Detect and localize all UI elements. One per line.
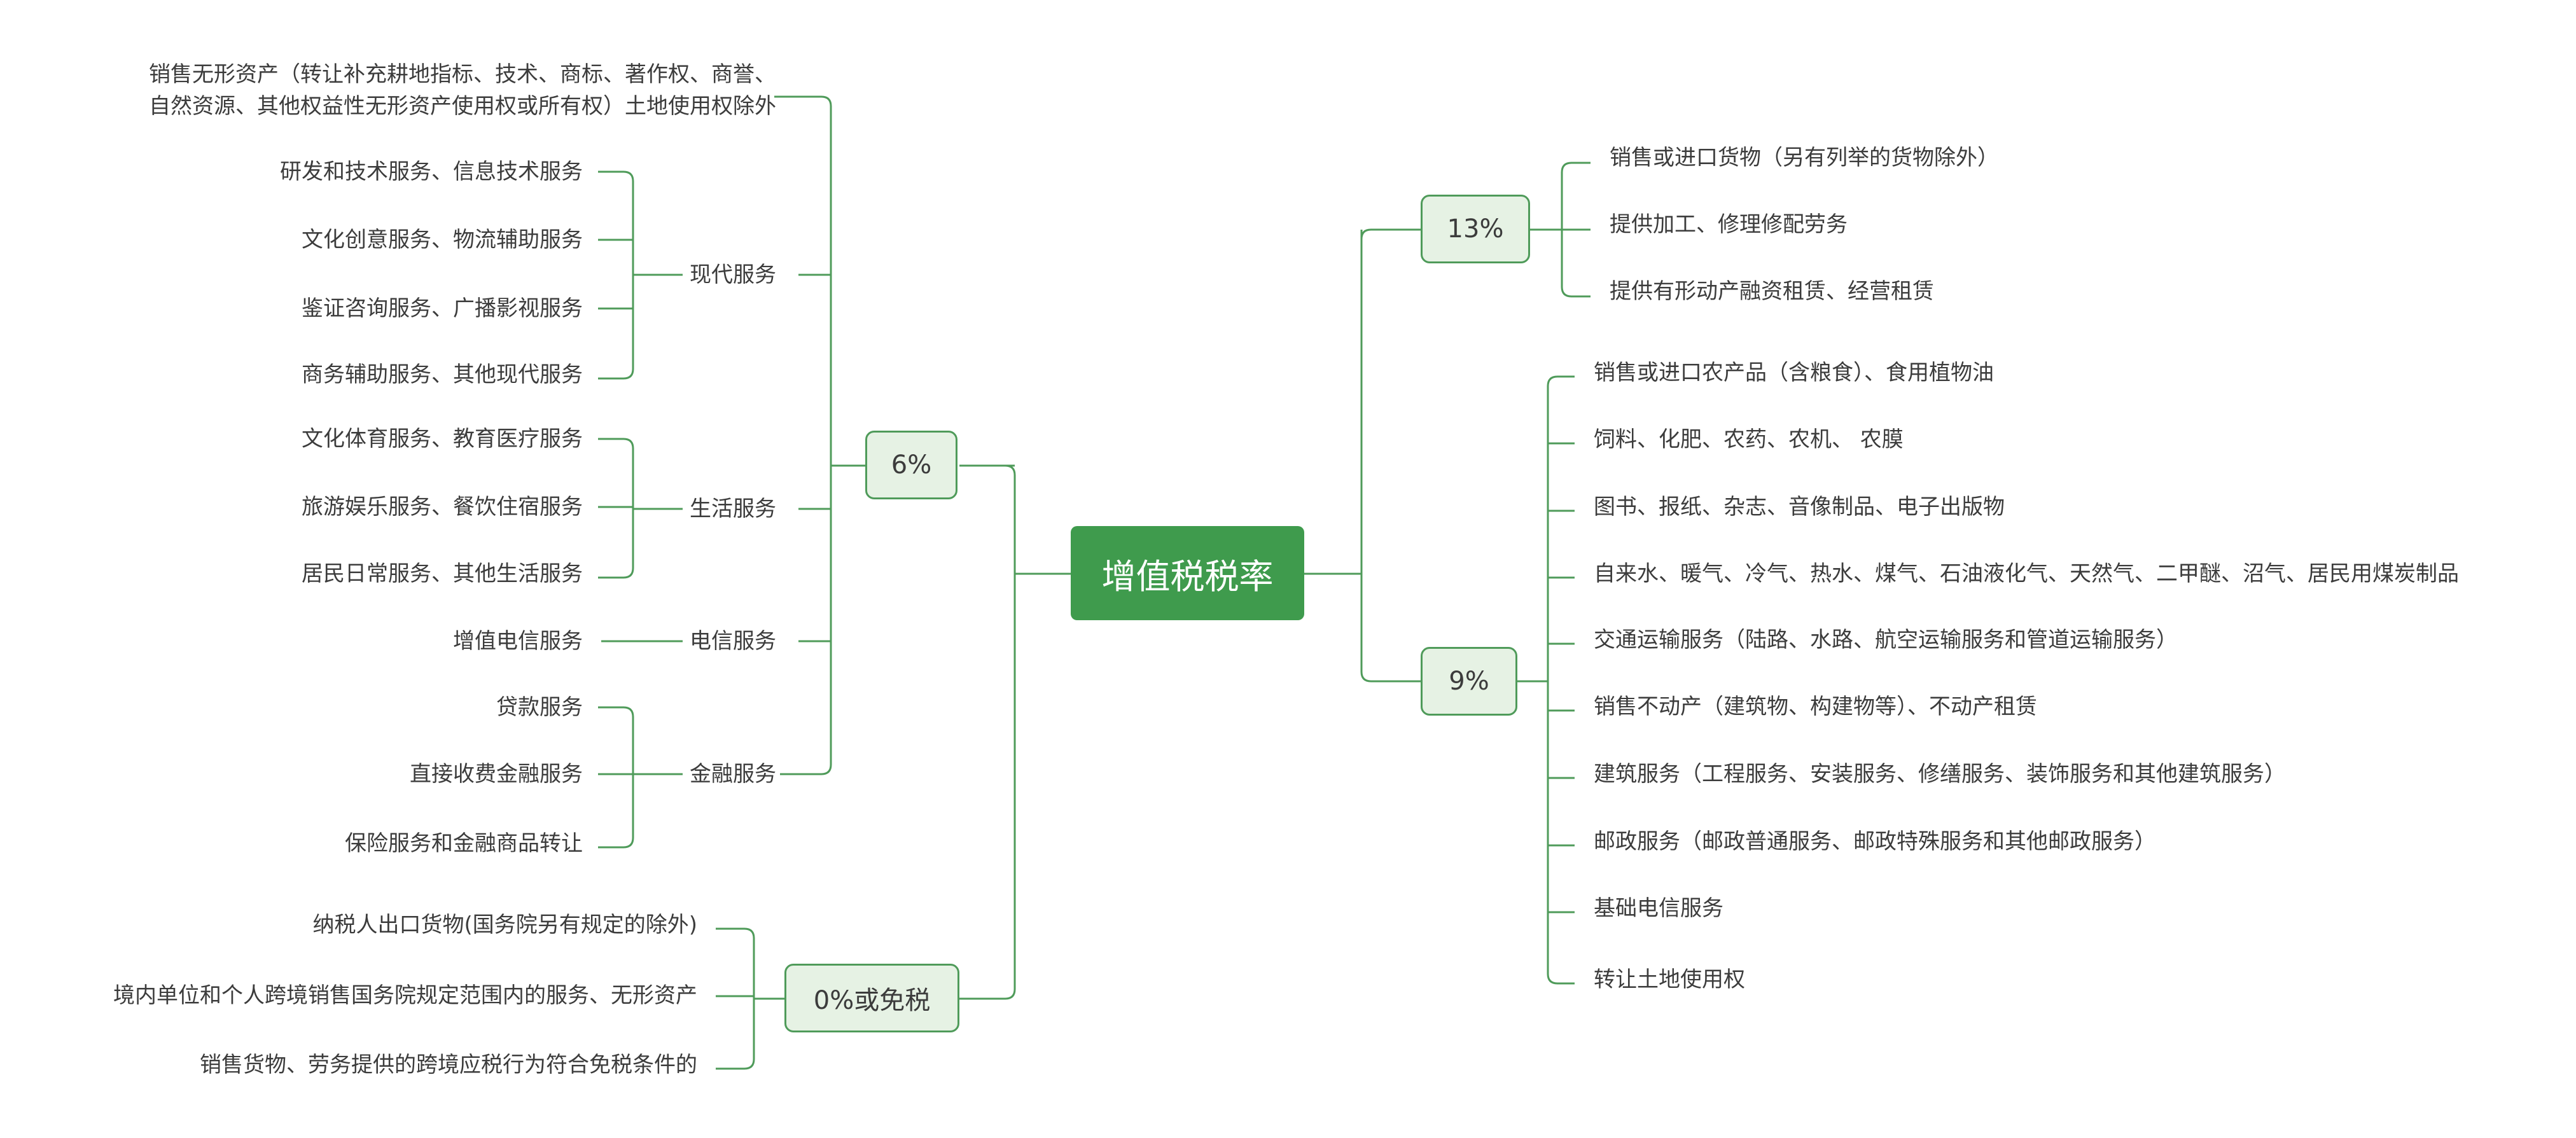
branch-9-percent[interactable]: 9% bbox=[1421, 647, 1517, 716]
branch-9-item: 建筑服务（工程服务、安装服务、修缮服务、装饰服务和其他建筑服务） bbox=[1594, 761, 2286, 787]
branch-13-item: 提供加工、修理修配劳务 bbox=[1610, 212, 1848, 237]
modern-services-item: 研发和技术服务、信息技术服务 bbox=[280, 159, 583, 184]
branch-13-item: 销售或进口货物（另有列举的货物除外） bbox=[1610, 145, 1999, 170]
branch-9-item: 自来水、暖气、冷气、热水、煤气、石油液化气、天然气、二甲醚、沼气、居民用煤炭制品 bbox=[1594, 561, 2459, 586]
modern-services-label[interactable]: 现代服务 bbox=[690, 262, 776, 288]
telecom-services-item: 增值电信服务 bbox=[453, 628, 583, 654]
intangible-assets-line-1: 销售无形资产（转让补充耕地指标、技术、商标、著作权、商誉、 bbox=[149, 62, 776, 87]
branch-9-item: 转让土地使用权 bbox=[1594, 967, 1745, 992]
branch-9-item: 邮政服务（邮政普通服务、邮政特殊服务和其他邮政服务） bbox=[1594, 829, 2156, 854]
zero-rate-item: 销售货物、劳务提供的跨境应税行为符合免税条件的 bbox=[200, 1052, 697, 1078]
finance-services-label[interactable]: 金融服务 bbox=[690, 761, 776, 787]
branch-13-item: 提供有形动产融资租赁、经营租赁 bbox=[1610, 279, 1934, 304]
zero-rate-item: 纳税人出口货物(国务院另有规定的除外) bbox=[312, 912, 697, 938]
root-topic[interactable]: 增值税税率 bbox=[1071, 526, 1304, 620]
zero-rate-item: 境内单位和个人跨境销售国务院规定范围内的服务、无形资产 bbox=[113, 983, 697, 1008]
branch-zero-or-exempt[interactable]: 0%或免税 bbox=[784, 964, 959, 1032]
branch-9-item: 销售或进口农产品（含粮食）、食用植物油 bbox=[1594, 360, 1994, 385]
modern-services-item: 文化创意服务、物流辅助服务 bbox=[302, 227, 583, 253]
life-services-item: 居民日常服务、其他生活服务 bbox=[302, 561, 583, 586]
finance-services-item: 直接收费金融服务 bbox=[410, 761, 583, 787]
intangible-assets-line-2: 自然资源、其他权益性无形资产使用权或所有权）土地使用权除外 bbox=[149, 94, 776, 119]
branch-9-item: 基础电信服务 bbox=[1594, 896, 1723, 921]
telecom-services-label[interactable]: 电信服务 bbox=[690, 628, 776, 654]
branch-6-percent[interactable]: 6% bbox=[865, 431, 957, 499]
life-services-item: 旅游娱乐服务、餐饮住宿服务 bbox=[302, 494, 583, 520]
modern-services-item: 商务辅助服务、其他现代服务 bbox=[302, 362, 583, 387]
branch-13-percent[interactable]: 13% bbox=[1421, 195, 1530, 263]
branch-9-item: 饲料、化肥、农药、农机、 农膜 bbox=[1594, 427, 1904, 452]
finance-services-item: 贷款服务 bbox=[496, 695, 583, 720]
branch-9-item: 销售不动产（建筑物、构建物等）、不动产租赁 bbox=[1594, 694, 2037, 719]
life-services-item: 文化体育服务、教育医疗服务 bbox=[302, 426, 583, 452]
branch-9-item: 图书、报纸、杂志、音像制品、电子出版物 bbox=[1594, 494, 2005, 520]
modern-services-item: 鉴证咨询服务、广播影视服务 bbox=[302, 296, 583, 321]
finance-services-item: 保险服务和金融商品转让 bbox=[345, 831, 583, 856]
branch-9-item: 交通运输服务（陆路、水路、航空运输服务和管道运输服务） bbox=[1594, 627, 2178, 653]
life-services-label[interactable]: 生活服务 bbox=[690, 496, 776, 522]
